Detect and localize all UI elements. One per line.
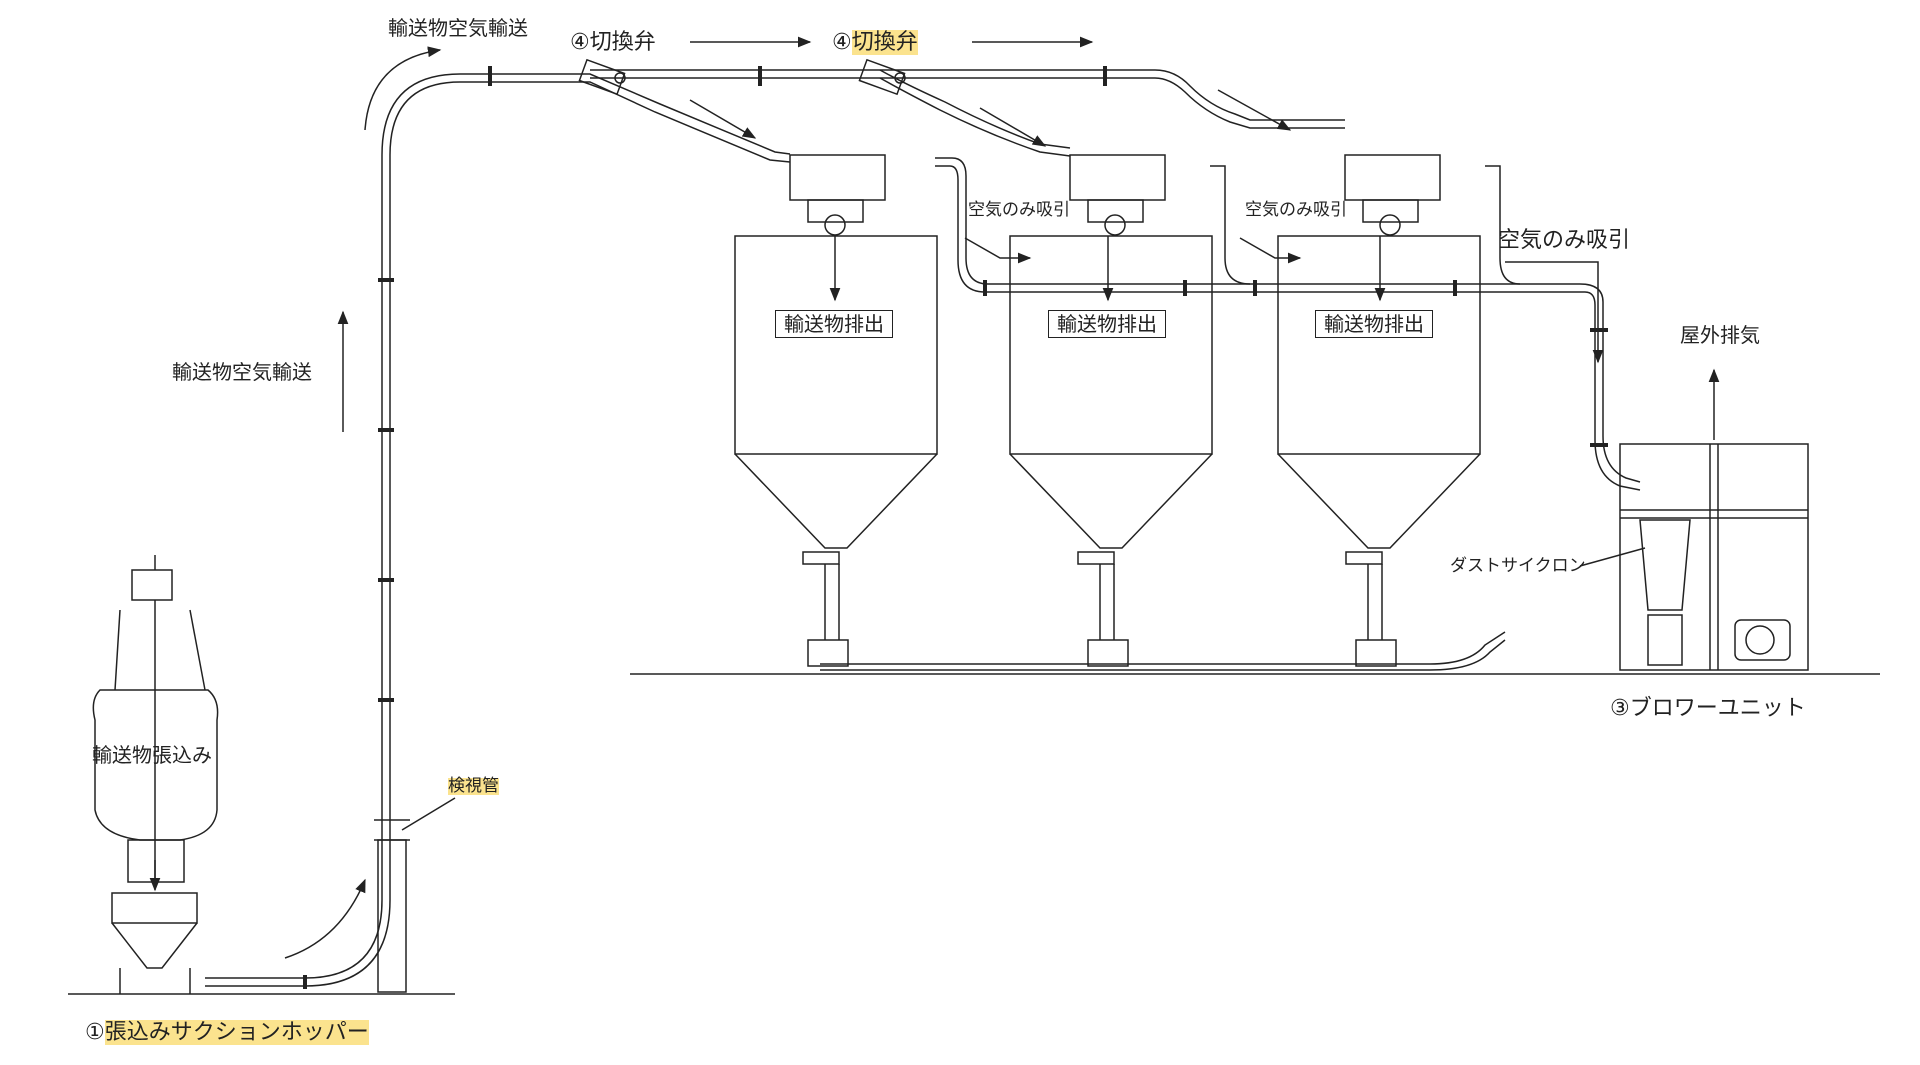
branch-pipe-2-inner bbox=[879, 69, 1071, 149]
valve-2-number: ④ bbox=[832, 30, 852, 55]
label-suction-hopper: ①張込みサクションホッパー bbox=[85, 1020, 369, 1045]
air-branch-3 bbox=[1485, 165, 1521, 285]
arrow-diag-2 bbox=[979, 107, 1047, 147]
suction-hopper bbox=[111, 892, 198, 994]
label-dust-cyclone: ダストサイクロン bbox=[1450, 556, 1586, 576]
arrow-air-2 bbox=[1239, 237, 1302, 264]
tank-2 bbox=[1009, 154, 1213, 640]
label-blower-unit: ③ブロワーユニット bbox=[1610, 696, 1806, 721]
switching-valve-1 bbox=[578, 58, 626, 96]
conveying-pipe-top-outer bbox=[590, 77, 1345, 129]
label-switching-valve-2: ④切換弁 bbox=[832, 30, 918, 55]
tank-1 bbox=[734, 154, 938, 640]
valve-2-text: 切換弁 bbox=[851, 30, 918, 55]
arrow-air-3 bbox=[1505, 261, 1604, 364]
conveying-pipe-top-outer2 bbox=[590, 69, 1345, 121]
valve-1-text: 切換弁 bbox=[589, 30, 656, 55]
label-conveying-left: 輸送物空気輸送 bbox=[172, 360, 312, 384]
arrow-diag-1 bbox=[689, 99, 757, 139]
air-suction-header-outer bbox=[935, 165, 1641, 491]
leader-cyclone bbox=[1579, 547, 1646, 567]
conveying-pipe-inner bbox=[205, 73, 791, 979]
leader-sight-tube bbox=[401, 797, 456, 831]
label-air-suction-1: 空気のみ吸引 bbox=[968, 200, 1070, 220]
hopper-number: ① bbox=[85, 1020, 105, 1045]
loading-station bbox=[92, 555, 219, 883]
pipe-joints bbox=[303, 66, 1107, 989]
air-suction-header-inner bbox=[935, 157, 1641, 483]
hopper-text: 張込みサクションホッパー bbox=[104, 1020, 369, 1045]
label-outdoor-exhaust: 屋外排気 bbox=[1680, 323, 1760, 347]
bottom-return-pipe bbox=[820, 631, 1506, 671]
bottom-valves bbox=[807, 639, 1397, 667]
header-flanges bbox=[983, 280, 1608, 447]
label-air-suction-3: 空気のみ吸引 bbox=[1498, 228, 1631, 253]
label-conveying-top: 輸送物空気輸送 bbox=[388, 16, 528, 40]
switching-valve-2 bbox=[858, 58, 906, 96]
air-branch-2 bbox=[1210, 165, 1251, 285]
blower-unit-frame bbox=[1619, 443, 1809, 671]
label-switching-valve-1: ④切換弁 bbox=[570, 32, 656, 54]
label-air-suction-2: 空気のみ吸引 bbox=[1245, 200, 1347, 220]
arrow-top-curve bbox=[364, 46, 442, 131]
tank-3 bbox=[1277, 154, 1481, 640]
label-sight-tube: 検視管 bbox=[448, 776, 499, 796]
label-discharge-2: 輸送物排出 bbox=[1048, 310, 1166, 338]
valve-1-number: ④ bbox=[570, 30, 590, 55]
label-discharge-3: 輸送物排出 bbox=[1315, 310, 1433, 338]
conveying-pipe-outer bbox=[205, 81, 791, 987]
label-material-loading: 輸送物張込み bbox=[92, 743, 212, 767]
arrow-bottom-curve bbox=[284, 878, 366, 959]
arrow-diag-3 bbox=[1217, 89, 1292, 131]
arrow-air-1 bbox=[964, 237, 1032, 264]
label-discharge-1: 輸送物排出 bbox=[775, 310, 893, 338]
